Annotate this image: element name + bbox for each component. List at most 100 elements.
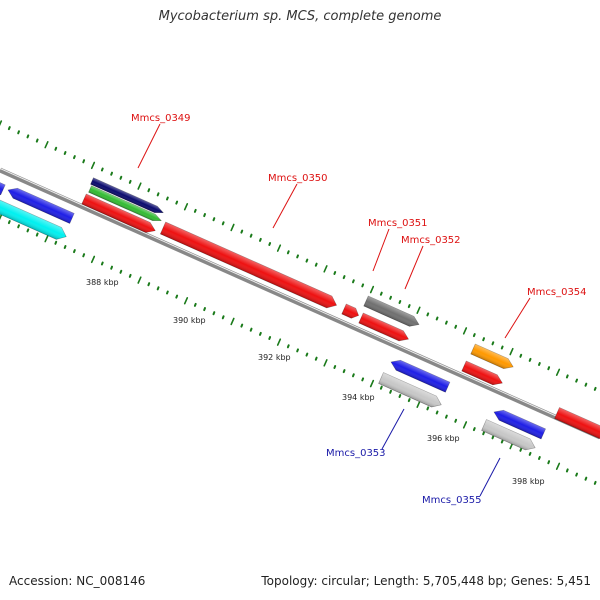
tick-mark	[82, 159, 86, 164]
label-mmcs-0349[interactable]: Mmcs_0349	[131, 113, 191, 124]
gene-silver-1[interactable]	[378, 372, 444, 411]
tick-mark	[230, 223, 235, 232]
tick-mark	[296, 348, 299, 353]
label-mmcs-0355[interactable]: Mmcs_0355	[422, 495, 482, 506]
gene-mmcs-0353[interactable]	[389, 357, 451, 393]
tick-mark	[333, 365, 337, 369]
tick-mark	[249, 233, 253, 238]
gene-features	[0, 177, 600, 454]
tick-mark	[565, 374, 569, 379]
tick-mark	[389, 389, 392, 394]
tick-label-394: 394 kbp	[342, 393, 375, 402]
genome-backbone	[0, 167, 600, 440]
tick-mark	[90, 161, 96, 170]
tick-mark	[314, 262, 318, 267]
gene-mmcs-0354[interactable]	[470, 343, 516, 372]
tick-mark	[119, 269, 123, 274]
gene-silver-2[interactable]	[481, 419, 538, 454]
tick-mark	[519, 447, 523, 452]
tick-mark	[593, 480, 597, 485]
tick-mark	[305, 258, 309, 263]
tick-dot-rows	[0, 120, 597, 485]
tick-mark	[352, 279, 355, 284]
tick-mark	[26, 228, 30, 233]
gene-mmcs-0349-green[interactable]	[88, 185, 163, 224]
tick-mark	[212, 217, 216, 222]
tick-mark	[175, 294, 179, 299]
tick-mark	[7, 220, 11, 225]
tick-mark	[491, 341, 495, 346]
tick-mark	[119, 175, 123, 180]
tick-mark	[389, 295, 392, 300]
leader-0353	[381, 408, 405, 450]
tick-mark	[445, 414, 448, 419]
gene-mmcs-0352[interactable]	[363, 295, 421, 330]
inner-tick-row	[0, 214, 597, 485]
tick-mark	[538, 456, 541, 460]
tick-mark	[63, 151, 67, 155]
accession-text: Accession: NC_008146	[9, 574, 146, 588]
gene-red-0348[interactable]	[81, 193, 158, 236]
tick-mark	[137, 276, 142, 284]
tick-label-392: 392 kbp	[258, 353, 291, 362]
tick-mark	[17, 130, 20, 135]
tick-mark	[249, 327, 253, 332]
tick-mark	[584, 476, 588, 481]
tick-mark	[435, 316, 439, 321]
tick-mark	[500, 345, 504, 350]
tick-mark	[35, 232, 39, 237]
tick-mark	[147, 188, 151, 193]
tick-mark	[73, 155, 76, 160]
tick-mark	[203, 307, 206, 312]
tick-mark	[482, 431, 485, 436]
tick-mark	[575, 378, 578, 383]
tick-mark	[454, 418, 458, 423]
tick-mark	[276, 244, 282, 252]
tick-mark	[454, 324, 458, 329]
tick-mark	[35, 138, 39, 143]
gene-blue-left[interactable]	[6, 185, 75, 224]
gene-red-right[interactable]	[554, 407, 600, 443]
tick-mark	[259, 331, 262, 336]
gene-cyan-left[interactable]	[0, 198, 69, 243]
tick-mark	[491, 435, 495, 440]
tick-mark	[342, 369, 346, 374]
tick-mark	[398, 394, 402, 398]
tick-mark	[147, 282, 151, 287]
leader-0349	[137, 123, 161, 169]
tick-mark	[538, 362, 541, 366]
label-mmcs-0350[interactable]: Mmcs_0350	[268, 173, 328, 184]
tick-mark	[472, 427, 476, 432]
gene-red-0353b[interactable]	[461, 360, 505, 388]
gene-mmcs-0351[interactable]	[358, 312, 411, 344]
tick-mark	[175, 200, 179, 205]
gene-mmcs-0350[interactable]	[159, 221, 339, 311]
label-mmcs-0351[interactable]: Mmcs_0351	[368, 218, 428, 229]
gene-blue-edge[interactable]	[0, 180, 6, 196]
gene-mmcs-0355[interactable]	[492, 407, 546, 440]
gene-mmcs-0349-navy[interactable]	[90, 177, 165, 216]
tick-mark	[286, 344, 290, 349]
tick-mark	[128, 273, 132, 278]
gene-red-small[interactable]	[341, 303, 361, 321]
tick-mark	[361, 377, 365, 382]
topology-text: Topology: circular; Length: 5,705,448 bp…	[261, 574, 591, 588]
label-mmcs-0352[interactable]: Mmcs_0352	[401, 235, 461, 246]
tick-mark	[63, 245, 67, 249]
tick-mark	[230, 317, 235, 326]
tick-mark	[0, 214, 3, 220]
tick-mark	[90, 255, 96, 264]
tick-mark	[183, 203, 189, 211]
tick-mark	[369, 285, 375, 294]
tick-mark	[398, 300, 402, 304]
label-mmcs-0354[interactable]: Mmcs_0354	[527, 287, 587, 298]
tick-mark	[73, 249, 76, 254]
tick-mark	[555, 462, 561, 471]
tick-mark	[166, 290, 169, 295]
tick-mark	[156, 286, 160, 291]
tick-mark	[528, 451, 532, 456]
tick-mark	[110, 171, 113, 176]
tick-mark	[268, 242, 272, 246]
label-mmcs-0353[interactable]: Mmcs_0353	[326, 448, 386, 459]
